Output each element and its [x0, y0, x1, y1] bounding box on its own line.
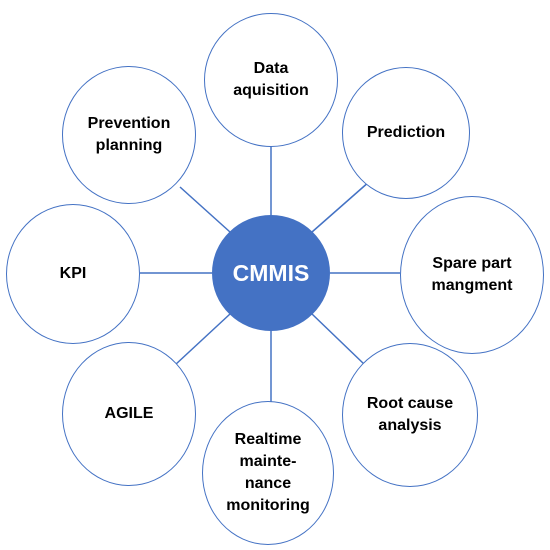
connector-root-cause: [311, 313, 366, 366]
node-realtime: Realtime mainte- nance monitoring: [202, 401, 334, 545]
node-agile-label: AGILE: [104, 405, 154, 422]
connector-prevention: [179, 186, 231, 233]
node-kpi-label: KPI: [59, 265, 87, 282]
node-prediction-label: Prediction: [366, 124, 446, 141]
node-kpi: KPI: [6, 204, 140, 344]
node-prevention: Prevention planning: [62, 66, 196, 204]
node-spare-part: Spare part mangment: [400, 196, 544, 354]
node-realtime-label: Realtime mainte- nance monitoring: [226, 431, 310, 514]
node-data-acquisition-label: Data aquisition: [233, 60, 309, 99]
node-data-acquisition: Data aquisition: [204, 13, 338, 147]
node-prevention-label: Prevention planning: [87, 115, 171, 154]
node-agile: AGILE: [62, 342, 196, 486]
node-prediction: Prediction: [342, 67, 470, 199]
connector-prediction: [311, 180, 371, 233]
node-root-cause-label: Root cause analysis: [366, 395, 454, 434]
node-root-cause: Root cause analysis: [342, 343, 478, 487]
center-node-label: CMMIS: [232, 260, 310, 286]
connector-agile: [174, 313, 231, 366]
center-node: CMMIS: [212, 215, 330, 331]
node-spare-part-label: Spare part mangment: [431, 255, 513, 294]
